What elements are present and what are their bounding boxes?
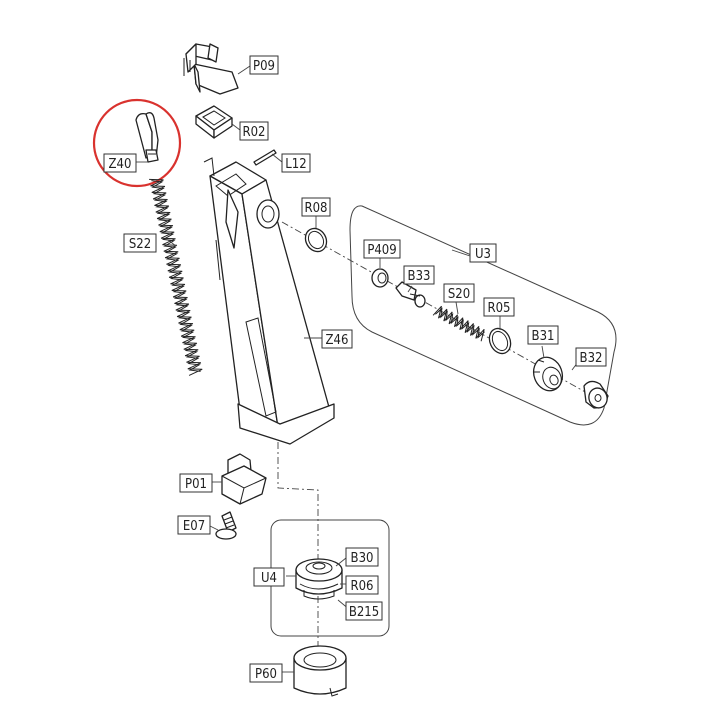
label-r02: R02 bbox=[239, 121, 269, 141]
part-s20 bbox=[432, 305, 485, 342]
label-p409: P409 bbox=[363, 239, 401, 259]
label-p09: P09 bbox=[249, 55, 279, 75]
label-b33: B33 bbox=[403, 265, 435, 285]
label-b33-text: B33 bbox=[408, 269, 431, 284]
part-b33 bbox=[395, 281, 426, 308]
part-r08-inner bbox=[307, 230, 325, 250]
label-p409-text: P409 bbox=[367, 243, 396, 258]
part-b31 bbox=[532, 356, 564, 392]
label-u3: U3 bbox=[469, 243, 497, 263]
label-b215: B215 bbox=[345, 601, 383, 621]
label-b32: B32 bbox=[575, 347, 607, 367]
label-r02-text: R02 bbox=[242, 125, 265, 140]
part-r02 bbox=[195, 105, 233, 139]
part-z40 bbox=[135, 112, 159, 163]
part-l12 bbox=[253, 149, 277, 166]
part-r08 bbox=[304, 227, 328, 253]
label-r06-text: R06 bbox=[350, 579, 373, 594]
label-u4-text: U4 bbox=[261, 571, 277, 586]
label-p01: P01 bbox=[179, 473, 213, 493]
label-s22-text: S22 bbox=[129, 237, 151, 252]
part-z46 bbox=[203, 157, 335, 445]
part-p09 bbox=[183, 43, 239, 95]
part-r05 bbox=[488, 327, 512, 355]
part-s22 bbox=[149, 178, 203, 376]
label-r05: R05 bbox=[483, 297, 515, 317]
part-p409 bbox=[371, 268, 389, 288]
label-e07: E07 bbox=[177, 515, 211, 535]
label-s20-text: S20 bbox=[448, 287, 470, 302]
label-p60-text: P60 bbox=[255, 667, 277, 682]
part-b30-base-valve bbox=[295, 558, 343, 600]
label-r08: R08 bbox=[301, 197, 331, 217]
part-p60 bbox=[293, 645, 347, 697]
label-p01-text: P01 bbox=[185, 477, 207, 492]
label-b30: B30 bbox=[345, 547, 379, 567]
label-r06: R06 bbox=[345, 575, 379, 595]
label-z40-text: Z40 bbox=[109, 157, 132, 172]
label-r05-text: R05 bbox=[487, 301, 510, 316]
z40-highlight-circle bbox=[92, 98, 182, 188]
label-z46: Z46 bbox=[321, 329, 353, 349]
label-b32-text: B32 bbox=[580, 351, 603, 366]
label-z40: Z40 bbox=[103, 153, 137, 173]
label-p60: P60 bbox=[249, 663, 283, 683]
part-b32 bbox=[583, 380, 609, 409]
label-l12-text: L12 bbox=[285, 157, 306, 172]
label-e07-text: E07 bbox=[183, 519, 205, 534]
label-r08-text: R08 bbox=[304, 201, 327, 216]
part-p01 bbox=[221, 453, 267, 505]
label-p09-text: P09 bbox=[253, 59, 275, 74]
label-l12: L12 bbox=[281, 153, 311, 173]
label-s20: S20 bbox=[443, 283, 475, 303]
label-u4: U4 bbox=[253, 567, 285, 587]
label-b30-text: B30 bbox=[351, 551, 374, 566]
axis-magazine-vertical bbox=[277, 442, 319, 570]
label-b215-text: B215 bbox=[349, 605, 379, 620]
label-s22: S22 bbox=[123, 233, 157, 253]
group-u3-outline bbox=[349, 205, 617, 426]
label-u3-text: U3 bbox=[475, 247, 491, 262]
leader-lines bbox=[136, 65, 579, 673]
label-z46-text: Z46 bbox=[326, 333, 349, 348]
label-b31-text: B31 bbox=[532, 329, 555, 344]
part-e07 bbox=[215, 511, 237, 540]
label-b31: B31 bbox=[527, 325, 559, 345]
